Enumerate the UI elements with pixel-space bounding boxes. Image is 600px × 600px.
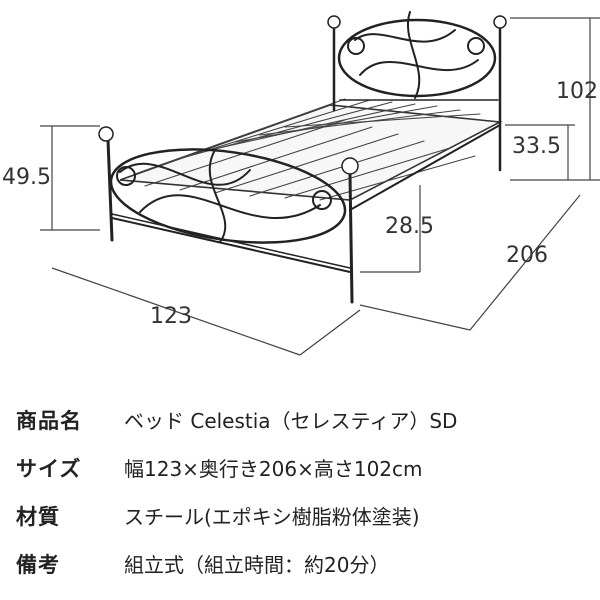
spec-row-product-name: 商品名 ベッド Celestia（セレスティア）SD [0,405,600,445]
spec-value: スチール(エポキシ樹脂粉体塗装) [124,505,420,529]
dim-height-total: 102 [556,79,598,104]
spec-row-material: 材質 スチール(エポキシ樹脂粉体塗装) [0,501,600,541]
spec-label: 材質 [16,505,60,529]
dim-mattress-to-top: 33.5 [512,134,561,159]
spec-value: 組立式（組立時間：約20分） [124,553,390,577]
spec-label: 備考 [16,553,60,577]
spec-label: 商品名 [16,409,82,433]
spec-row-size: サイズ 幅123×奥行き206×高さ102cm [0,453,600,493]
dim-length: 206 [506,243,548,268]
bed-frame-illustration [98,11,507,304]
dim-under-clearance: 28.5 [385,214,434,239]
spec-row-notes: 備考 組立式（組立時間：約20分） [0,549,600,589]
spec-value: 幅123×奥行き206×高さ102cm [124,457,423,481]
bed-dimension-diagram: 102 33.5 49.5 28.5 206 123 [2,11,600,356]
dim-footboard-height: 49.5 [2,165,51,190]
dim-width: 123 [150,304,192,329]
spec-label: サイズ [16,457,82,481]
spec-value: ベッド Celestia（セレスティア）SD [124,409,458,433]
